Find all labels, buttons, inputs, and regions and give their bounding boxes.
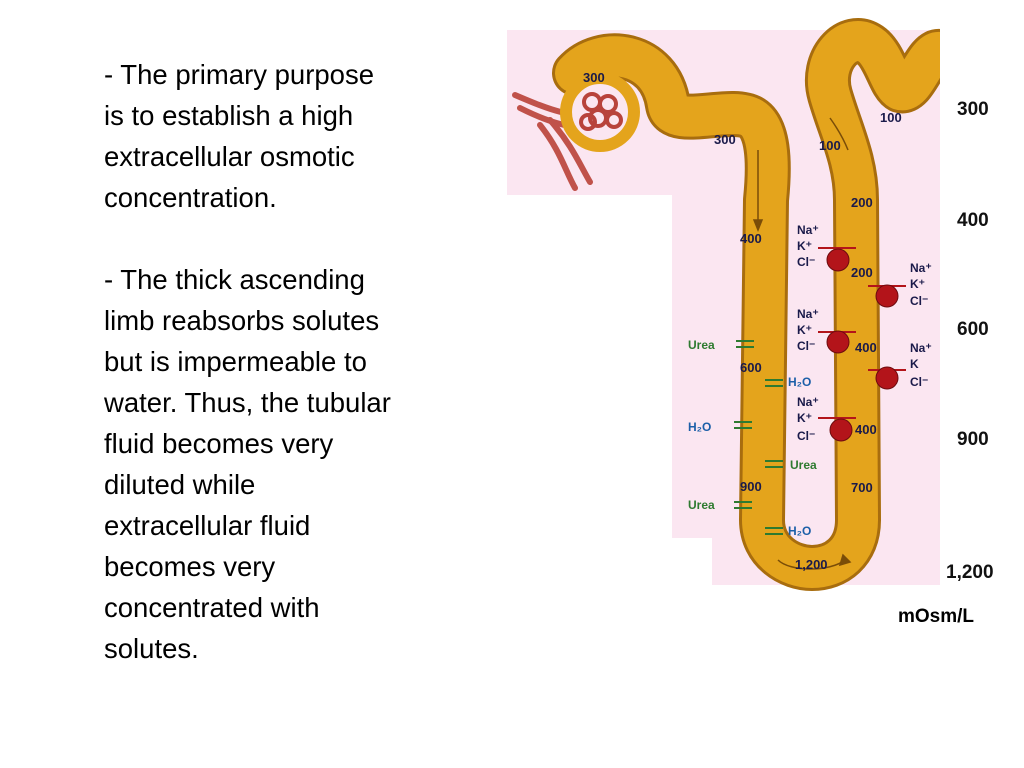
text-line: extracellular osmotic xyxy=(104,141,355,172)
text-line: water. Thus, the tubular xyxy=(104,387,391,418)
ion-k-5: K xyxy=(910,357,919,371)
value-asc-200b: 200 xyxy=(851,265,873,280)
value-asc-700: 700 xyxy=(851,480,873,495)
units-label: mOsm/L xyxy=(898,606,975,627)
flow-arrows xyxy=(752,117,852,570)
ion-na-4: Na⁺ xyxy=(910,261,932,275)
pump-4 xyxy=(875,284,899,308)
text-line: diluted while xyxy=(104,469,256,500)
label-urea-1: Urea xyxy=(688,338,715,352)
value-glomerulus: 300 xyxy=(583,70,605,85)
ion-cl-1: Cl⁻ xyxy=(797,255,815,269)
scale-600: 600 xyxy=(957,319,989,340)
label-urea-3: Urea xyxy=(688,498,715,512)
value-desc-900: 900 xyxy=(740,479,762,494)
text-line: - The thick ascending xyxy=(104,264,365,295)
text-line: extracellular fluid xyxy=(104,510,311,541)
ion-na-2: Na⁺ xyxy=(797,307,819,321)
pump-3 xyxy=(829,418,853,442)
text-line: fluid becomes very xyxy=(104,428,334,459)
ion-na-1: Na⁺ xyxy=(797,223,819,237)
bullet-thick-ascending-limb: - The thick ascending limb reabsorbs sol… xyxy=(104,259,474,669)
ion-cl-4: Cl⁻ xyxy=(910,294,928,308)
ion-cl-3: Cl⁻ xyxy=(797,429,815,443)
glomerulus-capillaries xyxy=(579,92,623,131)
pump-2 xyxy=(826,330,850,354)
bullet-primary-purpose: - The primary purpose is to establish a … xyxy=(104,54,474,218)
value-desc-400: 400 xyxy=(740,231,762,246)
scale-1200: 1,200 xyxy=(946,562,994,583)
ion-na-5: Na⁺ xyxy=(910,341,932,355)
pump-5 xyxy=(875,366,899,390)
ion-cl-2: Cl⁻ xyxy=(797,339,815,353)
label-h2o-2: H₂O xyxy=(688,420,711,434)
ion-k-2: K⁺ xyxy=(797,323,812,337)
pump-1 xyxy=(826,248,850,272)
text-line: becomes very xyxy=(104,551,276,582)
label-h2o-3: H₂O xyxy=(788,524,811,538)
paragraph-spacer xyxy=(104,218,474,259)
value-desc-600: 600 xyxy=(740,360,762,375)
text-line: but is impermeable to xyxy=(104,346,367,377)
ion-k-1: K⁺ xyxy=(797,239,812,253)
value-asc-100: 100 xyxy=(819,138,841,153)
text-line: - The primary purpose xyxy=(104,59,375,90)
ion-k-3: K⁺ xyxy=(797,411,812,425)
scale-900: 900 xyxy=(957,429,989,450)
slide-text: - The primary purpose is to establish a … xyxy=(104,54,474,669)
text-line: solutes. xyxy=(104,633,199,664)
value-asc-400b: 400 xyxy=(855,422,877,437)
value-asc-400a: 400 xyxy=(855,340,877,355)
scale-400: 400 xyxy=(957,210,989,231)
text-line: is to establish a high xyxy=(104,100,354,131)
text-line: concentrated with xyxy=(104,592,320,623)
label-h2o-1: H₂O xyxy=(788,375,811,389)
ion-k-4: K⁺ xyxy=(910,277,925,291)
text-line: concentration. xyxy=(104,182,277,213)
ion-na-3: Na⁺ xyxy=(797,395,819,409)
channels xyxy=(734,340,783,535)
value-asc-100-top: 100 xyxy=(880,110,902,125)
solute-pumps xyxy=(818,247,906,442)
value-asc-200a: 200 xyxy=(851,195,873,210)
value-pct-top: 300 xyxy=(714,132,736,147)
ion-cl-5: Cl⁻ xyxy=(910,375,928,389)
value-bottom: 1,200 xyxy=(795,557,828,572)
scale-300: 300 xyxy=(957,99,989,120)
text-line: limb reabsorbs solutes xyxy=(104,305,380,336)
label-urea-2: Urea xyxy=(790,458,817,472)
